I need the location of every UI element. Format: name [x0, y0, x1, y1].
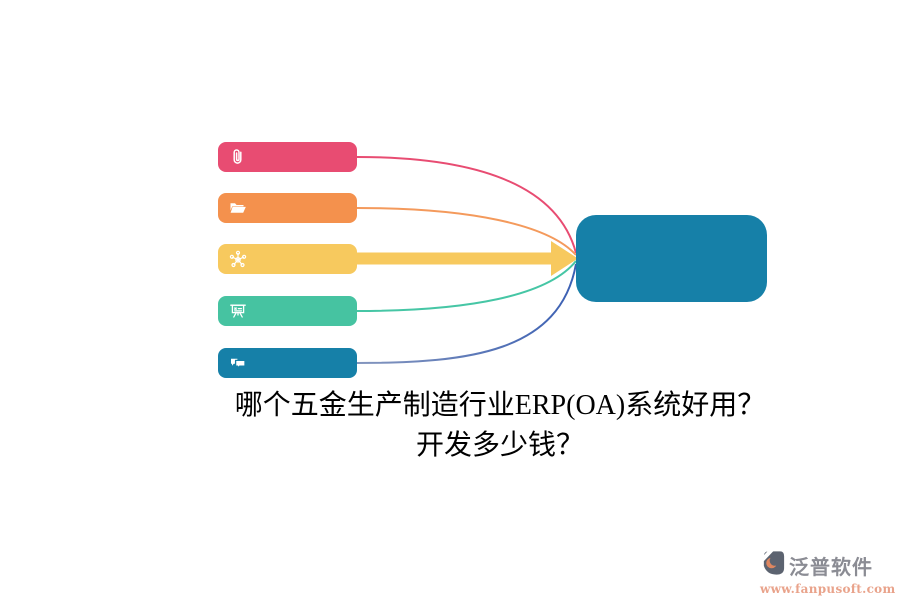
- presentation-board-icon: [228, 301, 248, 321]
- fanpu-logo-icon: [760, 547, 787, 583]
- caption-line-1: 哪个五金生产制造行业ERP(OA)系统好用？: [234, 390, 766, 421]
- chat-bubbles-icon: [228, 353, 248, 373]
- node-presentation: [218, 296, 357, 326]
- main-arrow: [357, 241, 578, 276]
- node-folder: [218, 193, 357, 223]
- brand-name: 泛普软件: [789, 557, 873, 579]
- network-hub-icon: [228, 249, 248, 269]
- connector-chat: [356, 263, 577, 364]
- caption-line-2: 开发多少钱？: [415, 430, 584, 461]
- connector-attachment: [356, 156, 577, 254]
- hub-box: [576, 215, 767, 302]
- connector-folder: [356, 207, 577, 256]
- brand-url: www.fanpusoft.com: [760, 582, 896, 596]
- node-chat: [218, 348, 357, 378]
- node-attachment: [218, 142, 357, 172]
- node-network: [218, 244, 357, 274]
- open-folder-icon: [228, 198, 248, 218]
- connector-presentation: [356, 260, 577, 312]
- paperclip-icon: [228, 147, 248, 167]
- caption: 哪个五金生产制造行业ERP(OA)系统好用？ 开发多少钱？: [95, 386, 900, 466]
- watermark: 泛普软件 www.fanpusoft.com: [760, 547, 896, 596]
